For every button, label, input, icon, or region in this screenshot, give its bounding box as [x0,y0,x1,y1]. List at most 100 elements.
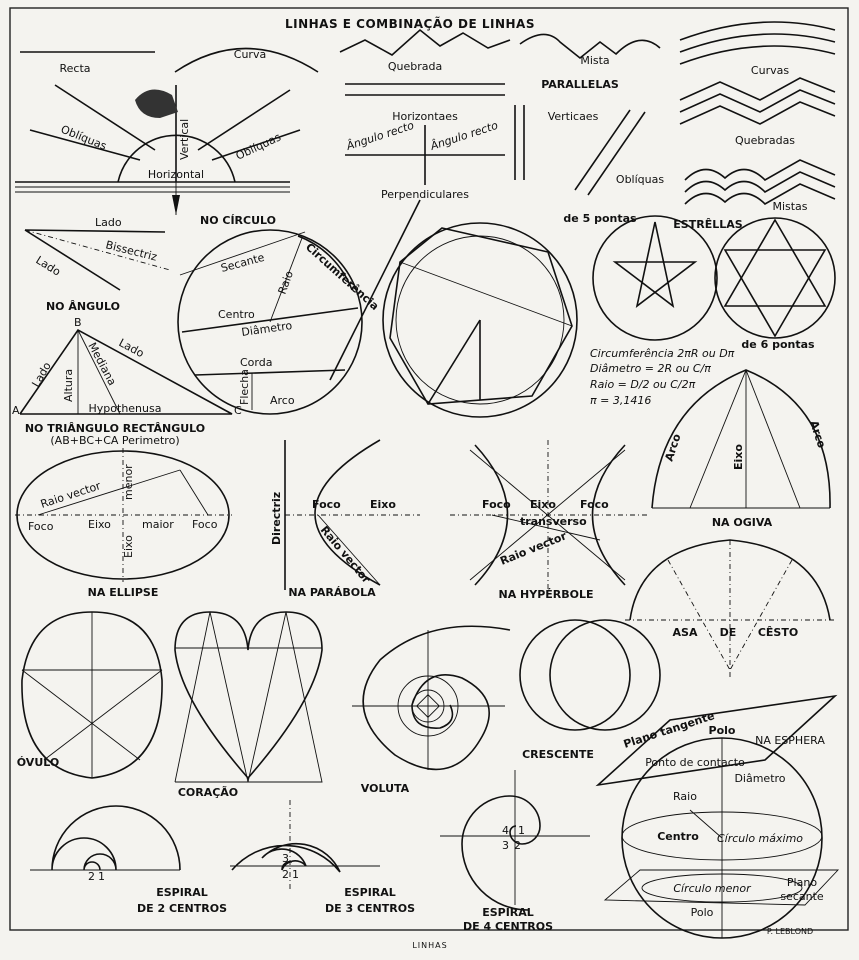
mixed-line [519,33,661,60]
sphere-figure [595,694,840,939]
label-recta: Recta [59,62,90,75]
polygon-figure [329,199,578,418]
spiral3-num-2: 2 [282,868,289,881]
spiral-2-centers [30,805,181,871]
perpendiculars [345,83,505,185]
label-bissectriz: Bissectriz [104,238,158,263]
spiral4-num-2: 2 [514,839,521,852]
label-curva: Curva [234,48,266,61]
label-cesto: CÊSTO [758,626,798,639]
label-na-esphera: NA ESPHERA [755,734,825,747]
label-a: A [12,404,20,417]
label-eixo-ellipse: Eixo [88,518,111,531]
spiral3-num-3: 3 [282,852,289,865]
right-triangle [19,328,233,415]
label-foco-hyp-left: Foco [482,498,511,511]
label-mediana: Mediana [85,340,118,387]
label-secante: Secante [219,251,266,275]
label-circulo-menor: Círculo menor [673,882,752,895]
caption-espiral-2-a: ESPIRAL [156,886,208,899]
caption-na-parabola: NA PARÁBOLA [288,586,376,599]
spiral4-num-1: 1 [518,824,525,837]
label-foco-hyp-right: Foco [580,498,609,511]
spiral-3-centers [230,800,380,890]
label-circulo-maximo: Círculo máximo [717,832,803,845]
label-perpendiculares: Perpendiculares [381,188,469,201]
label-cinco-pontas: de 5 pontas [563,212,637,225]
caption-no-angulo: NO ÂNGULO [46,300,120,313]
label-obliquas-parallel: Oblíquas [616,173,664,186]
ogive-figure [651,369,831,509]
label-angulo-recto-1: Ângulo recto [344,119,416,153]
label-seis-pontas: de 6 pontas [741,338,815,351]
label-plano-tangente: Plano tangente [622,709,716,751]
label-menor: menor [122,464,135,500]
plate-title: LINHAS E COMBINAÇÃO DE LINHAS [285,16,535,31]
label-quebradas: Quebradas [735,134,795,147]
label-centro-esphera: Centro [657,830,699,843]
label-maior: maior [142,518,174,531]
label-eixo-ogiva: Eixo [732,444,745,470]
label-vertical: Vertical [178,119,191,160]
caption-triangulo: NO TRIÂNGULO RECTÂNGULO [25,422,205,435]
crescente-figure [519,619,661,731]
signature: P. LEBLOND [767,927,813,936]
caption-espiral-3-b: DE 3 CENTROS [325,902,415,915]
spiral2-num-2: 2 [88,870,95,883]
label-estrellas: ESTRÊLLAS [673,218,742,231]
label-eixo-menor: Eixo [122,535,135,558]
label-foco-right: Foco [192,518,218,531]
caption-no-circulo: NO CÍRCULO [200,214,276,227]
label-plano-secante: Plano [787,876,817,889]
label-angulo-recto-2: Ângulo recto [428,119,500,153]
parabola-figure [284,439,420,590]
hyperbola-figure [450,440,650,590]
label-eixo-parabola: Eixo [370,498,396,511]
footer-label: LINHAS [412,941,447,950]
caption-triangulo-sub: (AB+BC+CA Perimetro) [50,434,179,447]
six-point-star [714,217,836,339]
parallel-curves [679,21,836,65]
caption-espiral-3-a: ESPIRAL [344,886,396,899]
label-curvas: Curvas [751,64,789,77]
formula-diametro: Diâmetro = 2R ou C/π [590,362,711,375]
label-secante-esphera: secante [780,890,824,903]
spiral4-num-4: 4 [502,824,509,837]
label-asa: ASA [673,626,698,639]
spiral2-num-1: 1 [98,870,105,883]
parallel-mixed-lines [684,159,836,205]
spiral4-num-3: 3 [502,839,509,852]
caption-crescente: CRESCENTE [522,748,594,761]
label-foco-left: Foco [28,520,54,533]
voluta-figure [352,625,511,771]
label-arco-right: Arco [807,419,828,450]
label-directriz: Directriz [270,492,283,545]
vertical-parallels [514,105,646,196]
label-ponto-contacto: Ponto de contacto [645,756,745,769]
label-quebrada: Quebrada [388,60,442,73]
label-altura: Altura [62,369,75,402]
ellipse-figure [15,448,232,582]
label-hypothenusa: Hypothenusa [89,402,162,415]
label-b: B [74,316,82,329]
label-c: C [234,404,242,417]
caption-na-ellipse: NA ELLIPSE [88,586,159,599]
sun-lines [15,84,301,215]
formula-pi: π = 3,1416 [590,394,651,407]
label-arco-left: Arco [662,432,683,463]
label-lado-right: Lado [117,336,147,360]
spiral3-num-1: 1 [292,868,299,881]
label-lado-bottom: Lado [33,254,63,279]
circle-figure [177,229,363,415]
label-eixo-hyp: Eixo [530,498,556,511]
angle-figure [24,229,171,291]
label-horizontaes: Horizontaes [392,110,458,123]
label-raio-vector-parabola: Raio vector [318,524,374,587]
caption-espiral-4-b: DE 4 CENTROS [463,920,553,933]
caption-na-ogiva: NA OGIVA [712,516,773,529]
parallel-broken-lines [679,77,836,125]
label-diametro: Diâmetro [241,319,294,339]
label-raio-vector-hyp: Raio vector [498,529,569,568]
label-obliquas-left: Oblíquas [59,123,109,153]
